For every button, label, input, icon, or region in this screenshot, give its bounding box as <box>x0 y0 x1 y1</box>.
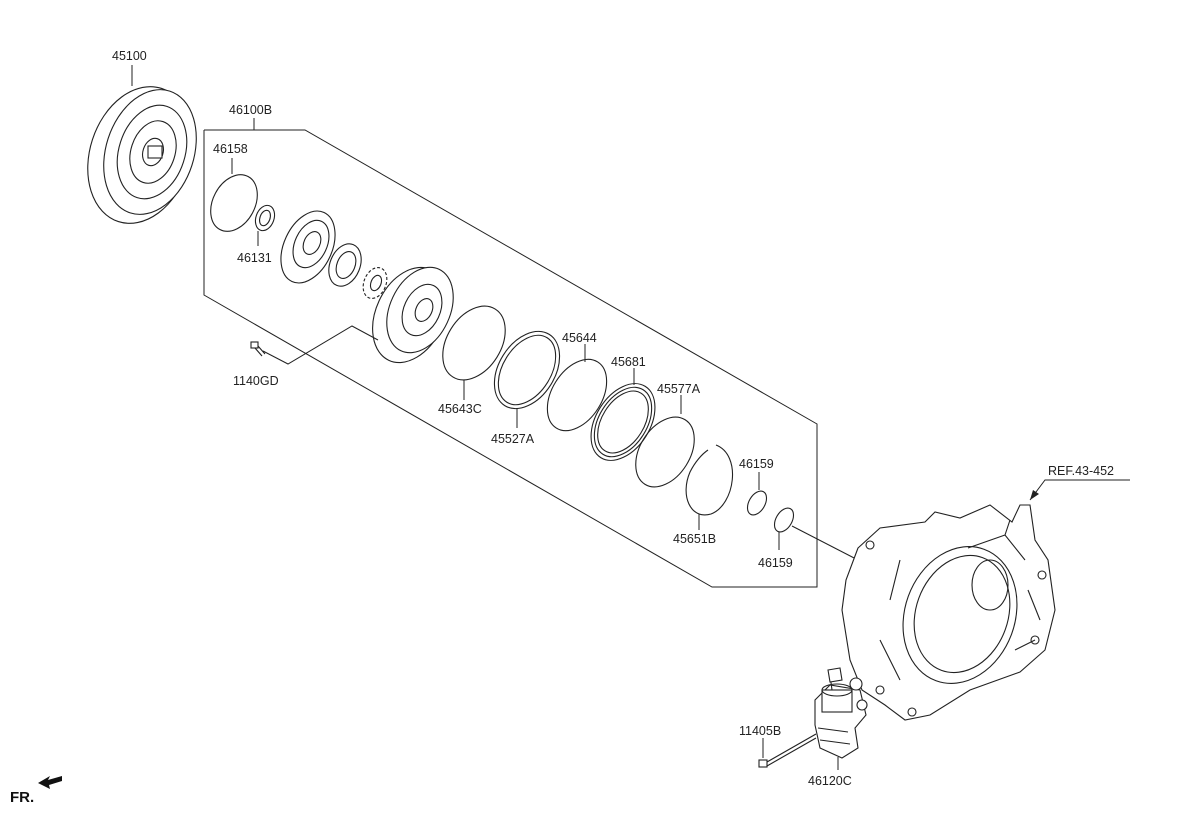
label-45577A: 45577A <box>657 382 701 396</box>
ring-45527A[interactable] <box>481 320 573 421</box>
label-46131: 46131 <box>237 251 272 265</box>
label-11405B: 11405B <box>739 724 781 738</box>
valve-assembly-46120C[interactable] <box>814 667 868 759</box>
label-46120C: 46120C <box>808 774 852 788</box>
label-46159-a: 46159 <box>739 457 774 471</box>
label-45527A: 45527A <box>491 432 535 446</box>
label-45644: 45644 <box>562 331 597 345</box>
oil-pump-cover[interactable] <box>270 202 346 291</box>
front-indicator-label: FR. <box>10 789 34 806</box>
label-45100: 45100 <box>112 49 147 63</box>
bolt-1140GD[interactable] <box>250 341 266 357</box>
pump-outer-gear[interactable] <box>323 239 367 291</box>
label-46100B: 46100B <box>229 103 272 117</box>
o-ring-46158[interactable] <box>201 167 266 240</box>
label-1140GD: 1140GD <box>233 374 279 388</box>
label-45651B: 45651B <box>673 532 716 546</box>
label-46159-b: 46159 <box>758 556 793 570</box>
label-45643C: 45643C <box>438 402 482 416</box>
pump-inner-gear[interactable] <box>359 264 391 302</box>
ring-45644[interactable] <box>535 349 619 442</box>
o-ring-46159-b[interactable] <box>771 505 798 536</box>
torque-converter-45100[interactable] <box>71 73 212 237</box>
o-ring-46159-a[interactable] <box>744 488 771 519</box>
ring-45577A[interactable] <box>624 407 707 498</box>
front-direction-arrow-icon <box>38 776 62 789</box>
ring-45643C[interactable] <box>430 295 518 391</box>
oil-pump-housing[interactable] <box>358 255 466 374</box>
label-46158: 46158 <box>213 142 248 156</box>
ref-label[interactable]: REF.43-452 <box>1048 464 1114 478</box>
label-45681: 45681 <box>611 355 646 369</box>
transmission-housing[interactable] <box>841 504 1056 721</box>
snap-ring-45651B[interactable] <box>685 444 734 516</box>
seal-46131[interactable] <box>252 203 278 234</box>
bolt-11405B[interactable] <box>758 733 817 768</box>
group-outline-46100B <box>203 129 818 588</box>
piston-45681[interactable] <box>578 372 668 472</box>
